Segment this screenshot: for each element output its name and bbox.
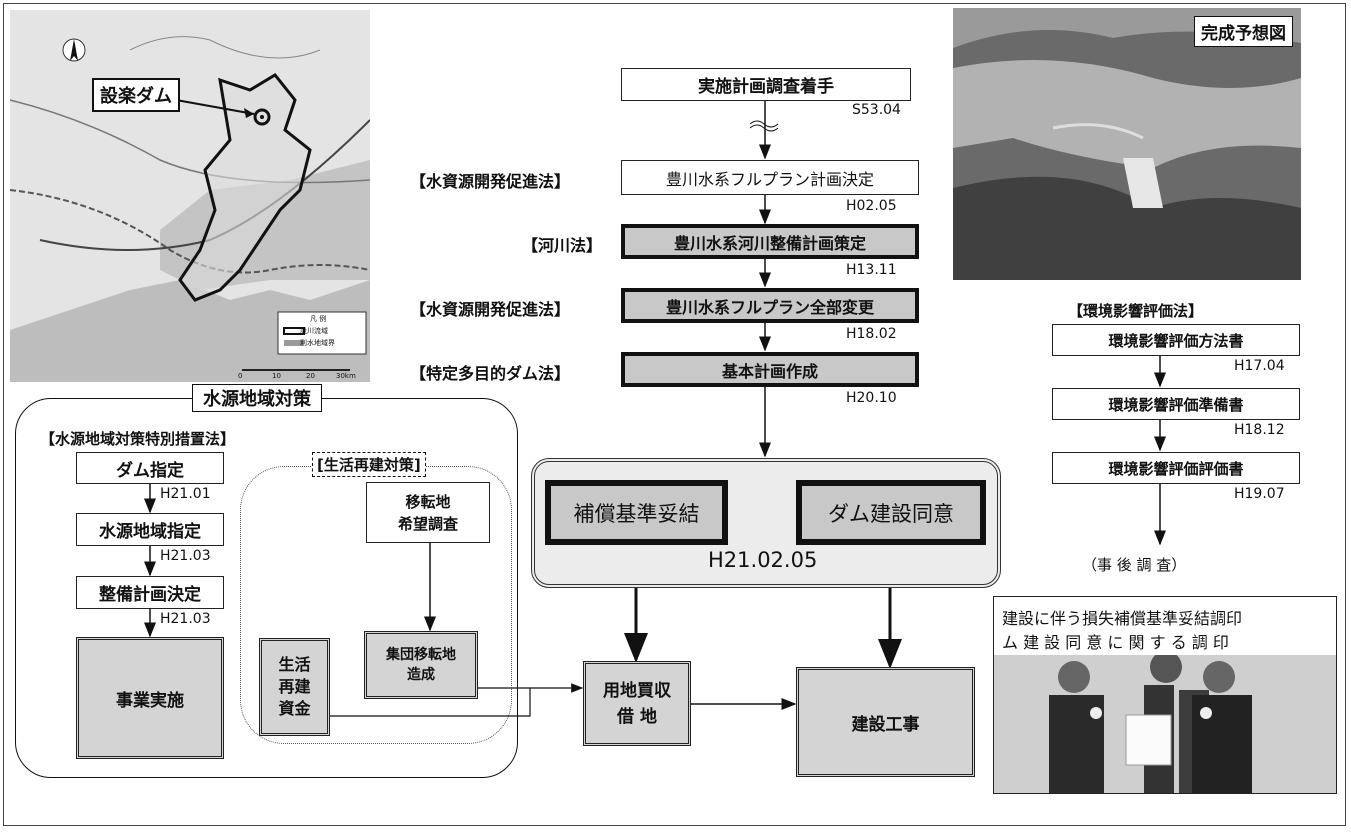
scale-30: 30km xyxy=(336,372,356,380)
ws-plan-decision: 整備計画決定 xyxy=(76,576,224,609)
diagram-frame xyxy=(3,3,1346,826)
water-source-law: 【水源地域対策特別措置法】 xyxy=(40,430,236,448)
group-relocation-site: 集団移転地 造成 xyxy=(364,631,478,699)
date-h13-11: H13.11 xyxy=(846,262,897,278)
step-fullplan-change: 豊川水系フルプラン全部変更 xyxy=(621,288,919,323)
date-h19-07: H19.07 xyxy=(1234,486,1285,502)
date-h20-10: H20.10 xyxy=(846,390,897,406)
ws-area-designation: 水源地域指定 xyxy=(76,513,224,546)
step-river-plan: 豊川水系河川整備計画策定 xyxy=(621,224,919,259)
construction-work: 建設工事 xyxy=(796,667,975,777)
water-source-title: 水源地域対策 xyxy=(192,384,322,412)
group-line1: 集団移転地 xyxy=(386,647,456,663)
step-survey-start: 実施計画調査着手 xyxy=(621,68,911,101)
signing-ceremony-photo: 建設に伴う損失補償基準妥結調印 ム 建 設 同 意 に 関 す る 調 印 xyxy=(993,596,1337,794)
legend-item-area: 利水地域界 xyxy=(300,339,335,347)
compensation-agreement: 補償基準妥結 xyxy=(545,480,728,545)
land-acquisition: 用地買収 借 地 xyxy=(583,661,691,746)
law-river-act: 【河川法】 xyxy=(522,236,603,255)
dam-label: 設楽ダム xyxy=(92,78,180,112)
map-drawing xyxy=(10,10,370,382)
fund-line2: 再建 xyxy=(278,677,311,696)
legend-item-basin: 設川流域 xyxy=(300,327,328,335)
date-h17-04: H17.04 xyxy=(1234,358,1285,374)
date-h21-03-a: H21.03 xyxy=(160,548,211,564)
post-survey-label: （事 後 調 査） xyxy=(1082,556,1187,574)
rendering-label: 完成予想図 xyxy=(1194,16,1293,47)
date-h21-01: H21.01 xyxy=(160,486,211,502)
land-line1: 用地買収 xyxy=(603,680,671,701)
legend-title: 凡 例 xyxy=(310,315,327,323)
ws-dam-designation: ダム指定 xyxy=(76,452,224,484)
law-multipurpose-dam: 【特定多目的ダム法】 xyxy=(410,364,571,383)
scale-10: 10 xyxy=(272,372,281,380)
ws-implementation: 事業実施 xyxy=(76,637,224,759)
ceremony-image xyxy=(994,655,1336,793)
banner-line1: 建設に伴う損失補償基準妥結調印 xyxy=(1002,609,1243,628)
date-h18-12: H18.12 xyxy=(1234,422,1285,438)
fund-line3: 資金 xyxy=(278,699,311,718)
dam-construction-consent: ダム建設同意 xyxy=(796,480,986,545)
law-water-resources-1: 【水資源開発促進法】 xyxy=(410,172,571,191)
scale-20: 20 xyxy=(306,372,315,380)
banner-line2: ム 建 設 同 意 に 関 す る 調 印 xyxy=(1002,633,1229,652)
rendering-image xyxy=(953,8,1301,280)
agreement-date: H21.02.05 xyxy=(708,548,818,572)
date-h02-05: H02.05 xyxy=(846,198,897,214)
land-line2: 借 地 xyxy=(617,706,657,727)
relocation-survey-line1: 移転地 xyxy=(405,492,451,511)
env-eval-doc: 環境影響評価評価書 xyxy=(1052,452,1300,484)
scale-0: 0 xyxy=(238,372,243,380)
group-line2: 造成 xyxy=(407,667,435,683)
rebuild-title: [生活再建対策] xyxy=(312,452,426,477)
env-prep-doc: 環境影響評価準備書 xyxy=(1052,388,1300,420)
completion-rendering-photo: 完成予想図 xyxy=(953,8,1301,280)
env-method-doc: 環境影響評価方法書 xyxy=(1052,324,1300,356)
relocation-survey: 移転地 希望調査 xyxy=(366,482,490,543)
date-s53-04: S53.04 xyxy=(852,102,901,118)
date-h21-03-b: H21.03 xyxy=(160,611,211,627)
law-water-resources-2: 【水資源開発促進法】 xyxy=(410,300,571,319)
livelihood-fund: 生活 再建 資金 xyxy=(259,638,330,736)
location-map: 設楽ダム 凡 例 設川流域 利水地域界 0 10 20 30km xyxy=(10,10,370,382)
step-basic-plan: 基本計画作成 xyxy=(621,352,919,387)
date-h18-02: H18.02 xyxy=(846,326,897,342)
step-fullplan-decision: 豊川水系フルプラン計画決定 xyxy=(621,160,919,195)
relocation-survey-line2: 希望調査 xyxy=(397,514,458,533)
fund-line1: 生活 xyxy=(278,655,311,674)
law-environment: 【環境影響評価法】 xyxy=(1068,302,1204,320)
